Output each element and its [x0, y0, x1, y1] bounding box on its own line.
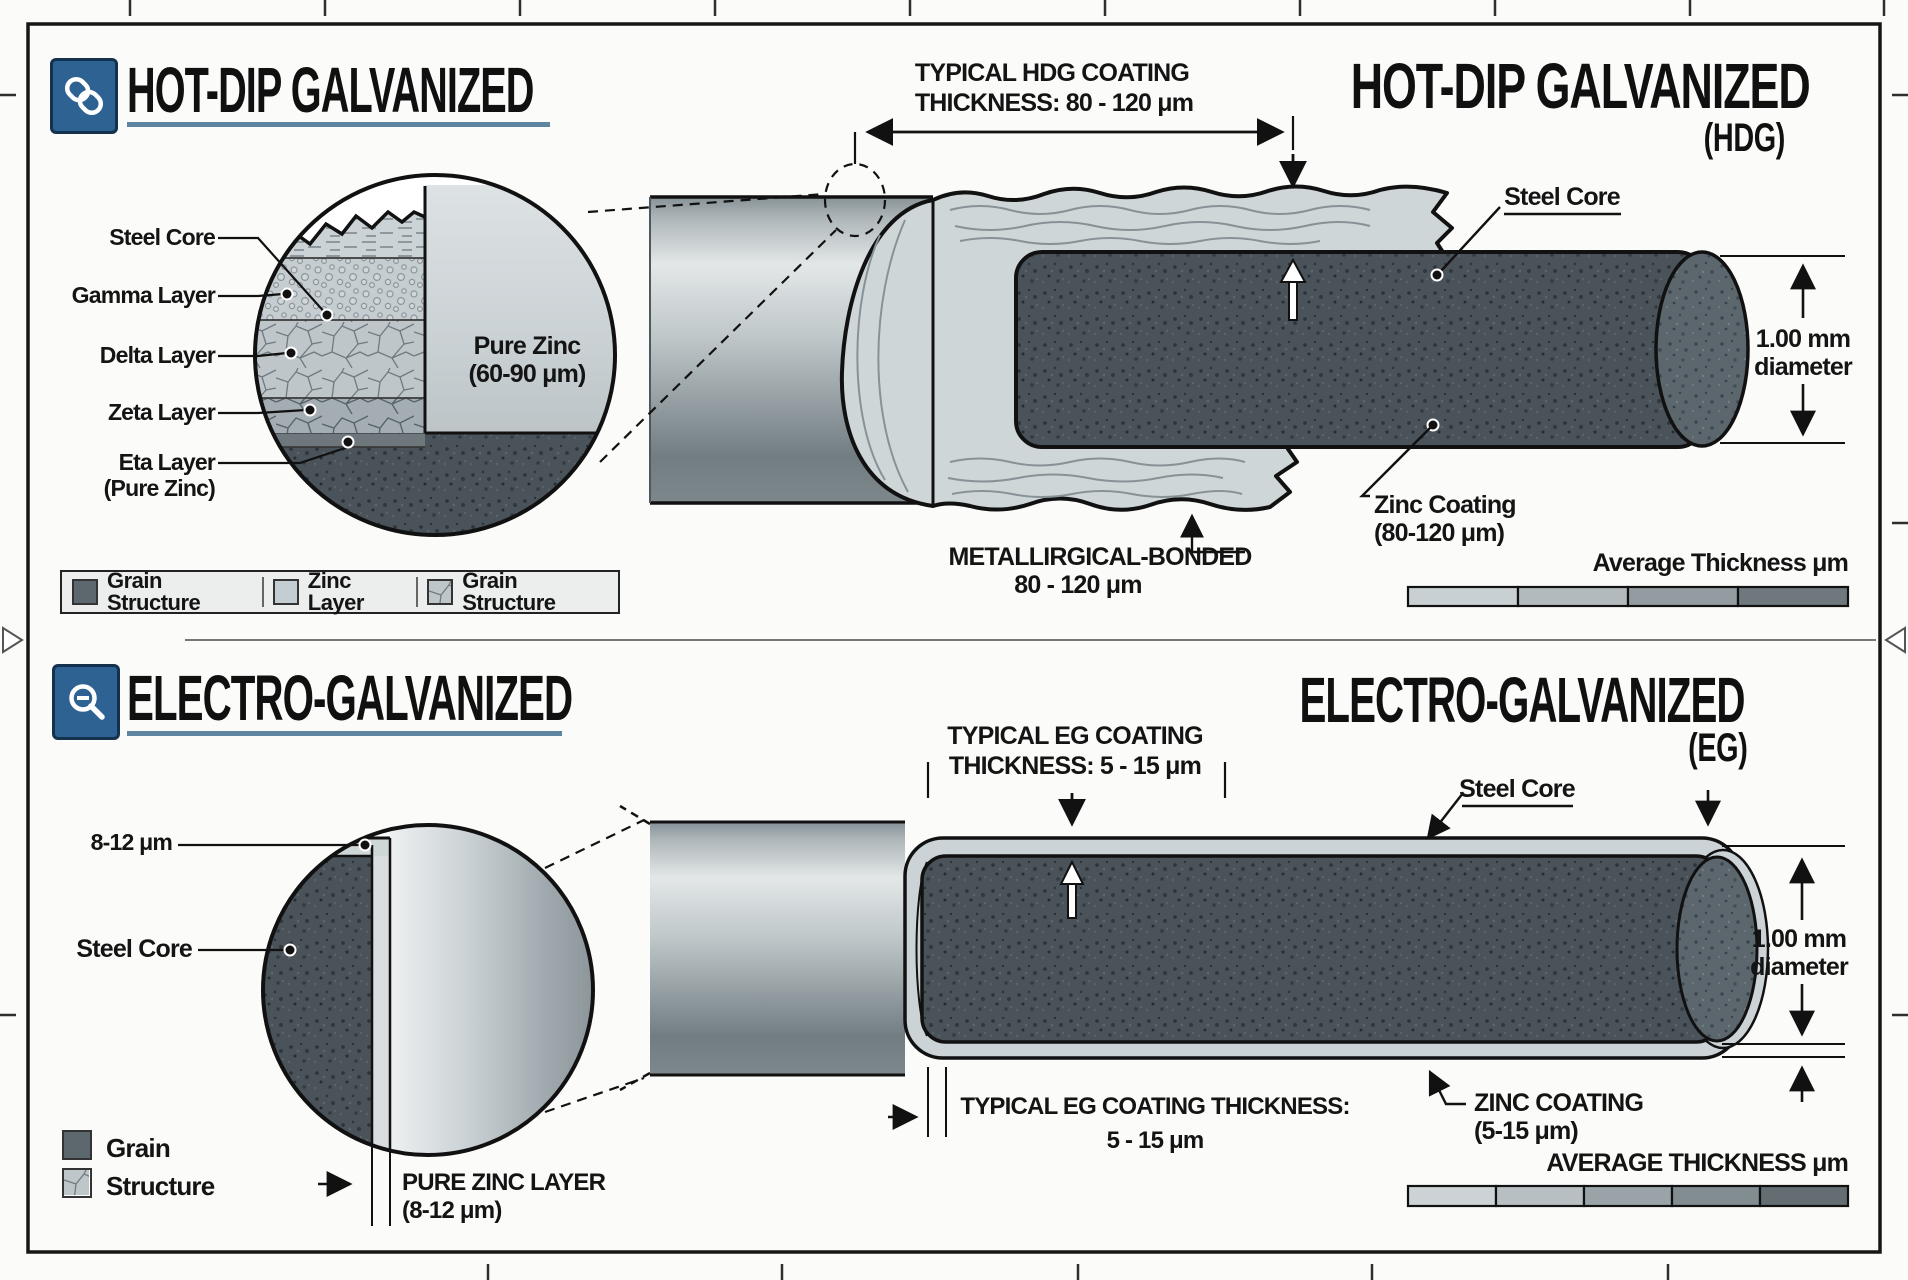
eg-circle-dots [283, 838, 372, 957]
hdg-coating-dim-line1: TYPICAL HDG COATING [914, 59, 1190, 87]
eg-white-arrow [1059, 859, 1085, 919]
hdg-label-steel-core: Steel Core [109, 224, 216, 250]
hdg-right-abbr: (HDG) [1703, 116, 1786, 160]
hdg-label-eta-layer: Eta Layer [118, 449, 216, 475]
eg-rod-end-cap [1675, 855, 1759, 1043]
eg-diameter-line2: diameter [1750, 953, 1849, 981]
eg-title-underline [127, 731, 562, 736]
hdg-layer-leaders [218, 236, 349, 465]
hdg-label-delta-layer: Delta Layer [99, 342, 216, 368]
eg-zinc-coating-line1: ZINC COATING [1474, 1089, 1644, 1117]
hdg-title-underline [127, 122, 550, 127]
hdg-coating-dim-line2: THICKNESS: 80 - 120 μm [914, 89, 1194, 117]
hdg-diameter-line2: diameter [1754, 353, 1853, 381]
hdg-label-eta-pure-zinc: (Pure Zinc) [103, 475, 216, 501]
zoom-out-icon [52, 664, 120, 740]
eg-dashed-callout [544, 819, 645, 1114]
eg-pure-zinc-layer-line2: (8-12 μm) [402, 1197, 502, 1224]
hdg-zinc-coating-line2: (80-120 μm) [1374, 519, 1505, 547]
eg-steel-core-rod [920, 854, 1722, 1044]
grain-structure-swatch [72, 579, 98, 605]
hdg-title: HOT-DIP GALVANIZED [127, 54, 534, 126]
legend-label-grain-structure: Grain Structure [107, 568, 201, 615]
hdg-steel-core-label: Steel Core [1504, 183, 1620, 211]
eg-pure-zinc-layer-line1: PURE ZINC LAYER [402, 1169, 606, 1196]
link-icon [50, 58, 118, 134]
eg-steel-core-left-label: Steel Core [76, 935, 192, 963]
hdg-dashed-callout [587, 162, 887, 463]
hdg-thickness-scale-bar [1406, 585, 1850, 608]
eg-dimension-arrows [888, 762, 1845, 1137]
eg-bottom-dim-line2: 5 - 15 μm [1106, 1127, 1205, 1154]
eg-steel-core-label: Steel Core [1459, 775, 1575, 803]
eg-legend-structure: Structure [106, 1171, 215, 1201]
diagram-border [26, 22, 1882, 1254]
legend-label-zinc-layer: Zinc Layer [307, 568, 365, 615]
hdg-bonded-line2: 80 - 120 μm [1014, 571, 1142, 599]
legend-divider [261, 577, 264, 607]
legend-divider [416, 577, 419, 607]
registration-mark-right [1884, 626, 1906, 654]
hdg-label-gamma-layer: Gamma Layer [71, 282, 216, 308]
hdg-right-leaders [1359, 206, 1621, 498]
registration-mark-left [2, 626, 24, 654]
hdg-label-zeta-layer: Zeta Layer [107, 399, 216, 425]
hdg-bonded-line1: METALLIRGICAL-BONDED [948, 543, 1253, 571]
eg-avg-thickness-label: AVERAGE THICKNESS μm [1546, 1149, 1848, 1177]
hdg-diameter-line1: 1.00 mm [1755, 325, 1851, 353]
eg-right-title: ELECTRO-GALVANIZED [1299, 664, 1746, 736]
hdg-rod-end-cap [1654, 250, 1750, 448]
grain-swatch [62, 1130, 92, 1160]
eg-detail-circle [261, 823, 595, 1157]
eg-zinc-coating-line2: (5-15 μm) [1474, 1117, 1579, 1145]
hdg-white-arrow [1279, 257, 1307, 321]
eg-thin-layer-label: 8-12 μm [90, 829, 173, 855]
eg-legend-grain: Grain [106, 1133, 171, 1163]
legend-label-grain-structure-2: Grain Structure [462, 568, 556, 615]
hdg-steel-core-rod [1014, 250, 1706, 449]
eg-bottom-dim-line1: TYPICAL EG COATING THICKNESS: [960, 1093, 1350, 1120]
eg-coating-dim-line1: TYPICAL EG COATING [947, 722, 1203, 750]
hdg-wire-illustration [649, 184, 1750, 512]
hdg-avg-thickness-label: Average Thickness μm [1592, 549, 1849, 577]
eg-title: ELECTRO-GALVANIZED [127, 662, 573, 734]
grain-structure-pattern-swatch [427, 579, 454, 605]
eg-right-abbr: (EG) [1687, 726, 1748, 770]
hdg-coating-texture [856, 205, 1371, 498]
hdg-zinc-coating-line1: Zinc Coating [1374, 491, 1517, 519]
eg-circle-leaders [178, 843, 391, 1226]
hdg-legend: Grain Structure Zinc Layer Grain Structu… [60, 570, 620, 614]
hdg-layer-dots [280, 287, 355, 449]
hdg-right-title: HOT-DIP GALVANIZED [1351, 50, 1811, 122]
hdg-pure-zinc-range: (60-90 μm) [468, 360, 586, 388]
eg-thickness-scale-bar [1406, 1184, 1850, 1208]
zinc-layer-swatch [272, 579, 299, 605]
hdg-pure-zinc-label: Pure Zinc [473, 332, 582, 360]
eg-wire-illustration [619, 804, 1770, 1092]
eg-coating-dim-line2: THICKNESS: 5 - 15 μm [948, 752, 1202, 780]
structure-pattern-swatch [62, 1168, 92, 1198]
eg-diameter-line1: 1.00 mm [1751, 925, 1847, 953]
